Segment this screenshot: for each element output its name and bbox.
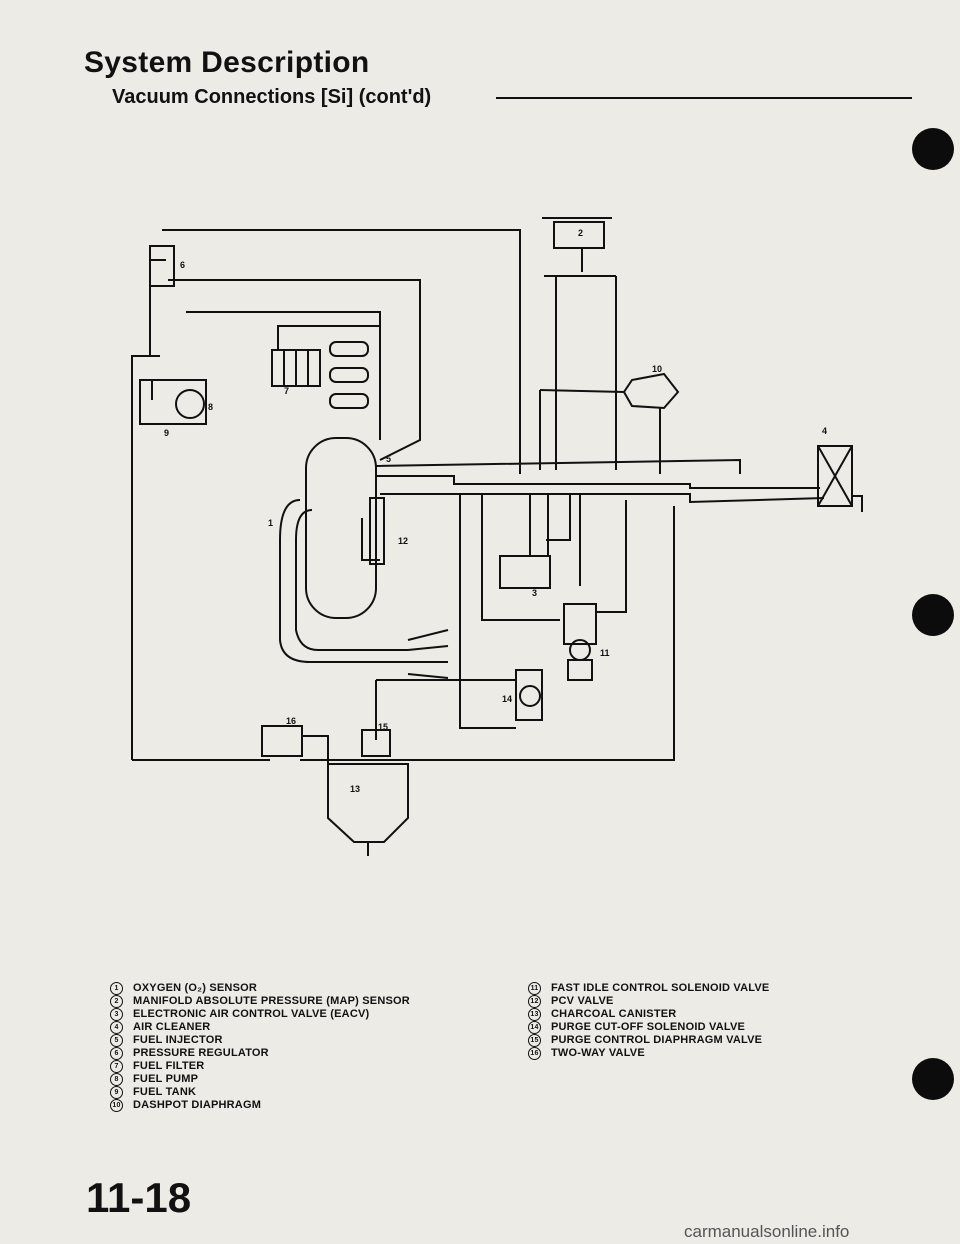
callout-3: 3 [532, 588, 537, 598]
page-title: System Description [84, 46, 370, 79]
subtitle-rule [496, 97, 912, 99]
callout-13: 13 [350, 784, 360, 794]
section-subtitle: Vacuum Connections [Si] (cont'd) [112, 86, 432, 108]
binder-hole-mark [912, 594, 954, 636]
watermark: carmanualsonline.info [684, 1222, 850, 1241]
callout-5: 5 [386, 454, 391, 464]
callout-9: 9 [164, 428, 169, 438]
callout-14: 14 [502, 694, 512, 704]
callout-4: 4 [822, 426, 827, 436]
callout-11: 11 [600, 648, 610, 658]
binder-hole-mark [912, 1058, 954, 1100]
callout-12: 12 [398, 536, 408, 546]
callout-1: 1 [268, 518, 273, 528]
callout-2: 2 [578, 228, 583, 238]
callout-7: 7 [284, 386, 289, 396]
binder-hole-mark [912, 128, 954, 170]
callout-10: 10 [652, 364, 662, 374]
callout-16: 16 [286, 716, 296, 726]
vacuum-connections-diagram: 1 2 3 4 5 6 7 8 9 10 11 12 13 14 15 16 [131, 217, 863, 856]
callout-15: 15 [378, 722, 388, 732]
callout-8: 8 [208, 402, 213, 412]
callout-6: 6 [180, 260, 185, 270]
page-number: 11-18 [86, 1174, 192, 1221]
